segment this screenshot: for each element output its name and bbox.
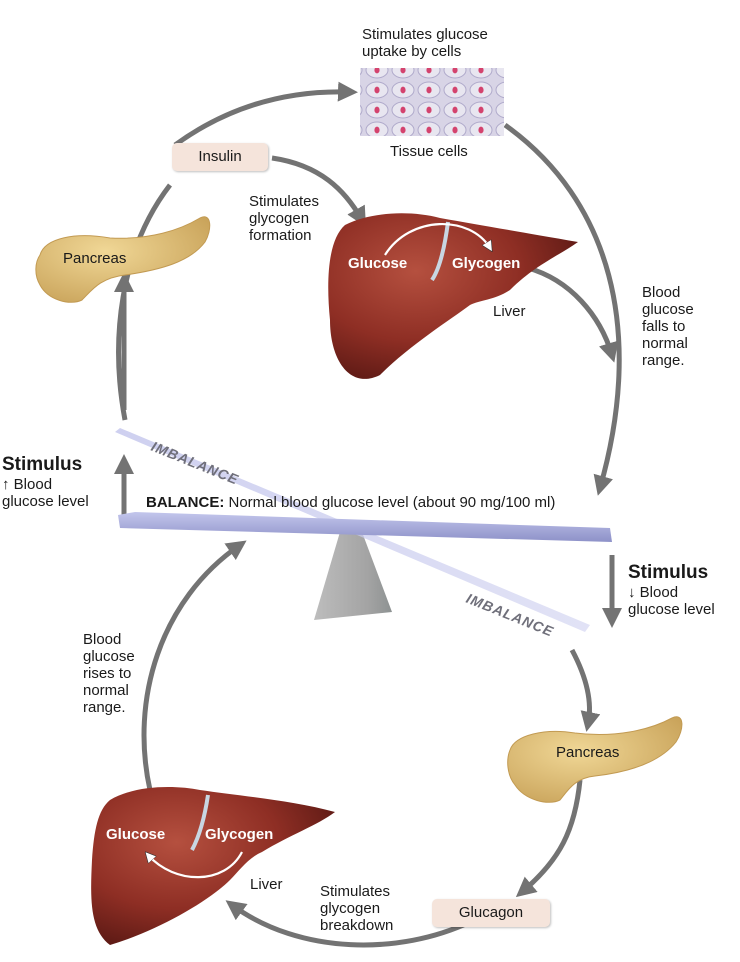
arrow-stimulus-down-to-pancreas	[569, 648, 601, 732]
liver-top-ligament	[430, 221, 450, 282]
glucagon-label: Glucagon	[432, 899, 550, 927]
stimulus-down-text: ↓ Blood glucose level	[628, 584, 715, 618]
arrow-liver-to-balance	[527, 265, 619, 363]
liver-top-transform-arrow	[384, 222, 490, 256]
seesaw-balance-plank	[118, 512, 612, 542]
pancreas-top-label: Pancreas	[63, 250, 127, 267]
balance-statement: BALANCE: Normal blood glucose level (abo…	[146, 494, 556, 511]
liver-bottom-glucose: Glucose	[106, 826, 166, 843]
liver-bottom-ligament	[190, 794, 210, 851]
liver-top-glucose: Glucose	[348, 255, 408, 272]
arrow-liver-to-balance	[141, 540, 247, 791]
liver-top-image	[328, 213, 578, 379]
tissue-cells-image	[360, 68, 504, 136]
down-arrow-icon: ↓	[628, 584, 636, 601]
tissue-caption: Stimulates glucose uptake by cells	[362, 26, 488, 60]
liver-top-glycogen: Glycogen	[452, 255, 521, 272]
arrow-tissue-to-balance	[503, 122, 622, 496]
pancreas-bottom-label: Pancreas	[556, 744, 620, 761]
arrow-pancreas-to-glucagon	[515, 779, 583, 898]
arrow-insulin-to-tissue	[173, 81, 358, 148]
liver-bottom-image	[91, 787, 335, 945]
arrow-glucagon-to-liver	[225, 900, 472, 948]
pancreas-top-image	[35, 216, 211, 303]
pancreas-bottom-image	[507, 716, 683, 803]
stimulus-down-title: Stimulus	[628, 562, 709, 583]
insulin-liver-action: Stimulates glycogen formation	[249, 193, 320, 244]
blood-glucose-rises-text: Blood glucose rises to normal range.	[83, 631, 135, 716]
arrow-insulin-to-liver	[271, 155, 366, 227]
liver-bottom-transform-arrow	[148, 852, 243, 879]
insulin-label: Insulin	[172, 143, 268, 171]
stimulus-up-title: Stimulus	[2, 454, 83, 475]
blood-glucose-falls-text: Blood glucose falls to normal range.	[642, 284, 694, 369]
fulcrum	[314, 532, 392, 620]
tissue-label: Tissue cells	[390, 143, 468, 160]
up-arrow-icon: ↑	[2, 476, 10, 493]
liver-bottom-label: Liver	[250, 876, 283, 893]
liver-top-label: Liver	[493, 303, 526, 320]
glucagon-liver-action: Stimulates glycogen breakdown	[320, 883, 394, 934]
liver-bottom-glycogen: Glycogen	[205, 826, 274, 843]
stimulus-up-text: ↑ Blood glucose level	[2, 476, 89, 510]
